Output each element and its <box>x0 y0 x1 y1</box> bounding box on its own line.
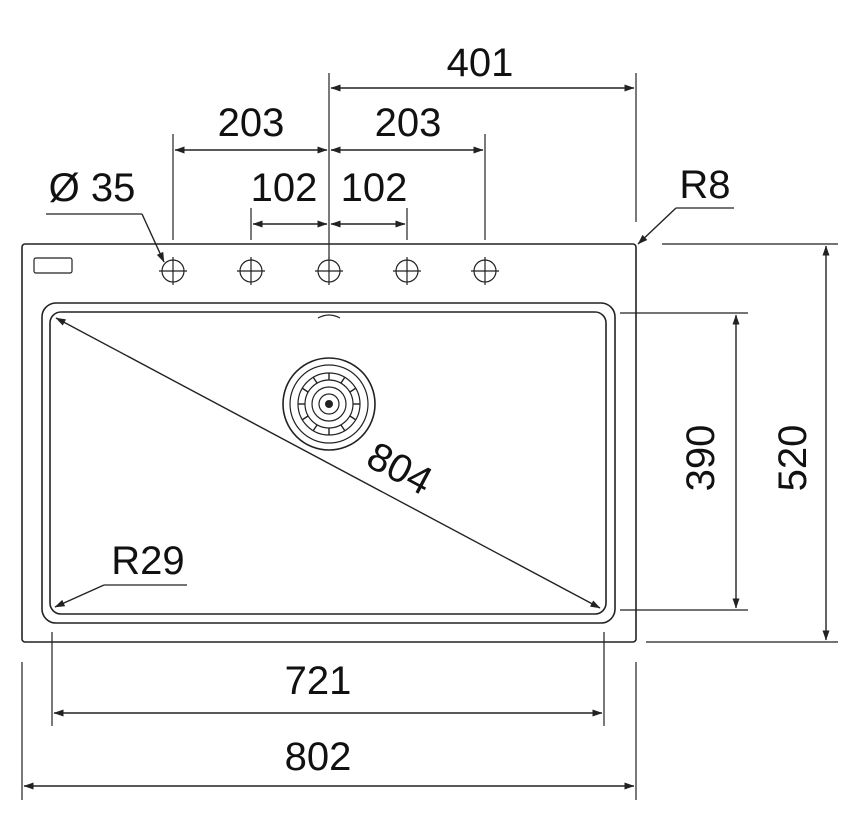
tap-hole-4 <box>393 257 421 285</box>
label-diameter: Ø 35 <box>49 166 136 210</box>
tap-hole-1 <box>159 257 187 285</box>
label-520: 520 <box>771 425 815 492</box>
label-r8: R8 <box>679 163 730 207</box>
dim-line-804 <box>55 317 601 609</box>
label-721: 721 <box>285 659 352 703</box>
label-203-left: 203 <box>218 101 285 145</box>
overflow-notch-icon <box>317 314 341 319</box>
overflow-slot-icon <box>33 257 73 274</box>
label-804: 804 <box>360 434 440 504</box>
tap-hole-2 <box>237 257 265 285</box>
label-390: 390 <box>679 425 723 492</box>
strainer-drain-icon <box>282 357 376 451</box>
label-802: 802 <box>285 735 352 779</box>
bowl-outline <box>41 302 616 624</box>
bowl-inner-outline <box>49 311 607 615</box>
label-r29: R29 <box>111 539 184 583</box>
tap-hole-5 <box>471 257 499 285</box>
label-203-right: 203 <box>375 101 442 145</box>
label-401: 401 <box>447 41 514 85</box>
label-102-right: 102 <box>341 166 408 210</box>
label-102-left: 102 <box>251 166 318 210</box>
tap-hole-3 <box>315 257 343 285</box>
